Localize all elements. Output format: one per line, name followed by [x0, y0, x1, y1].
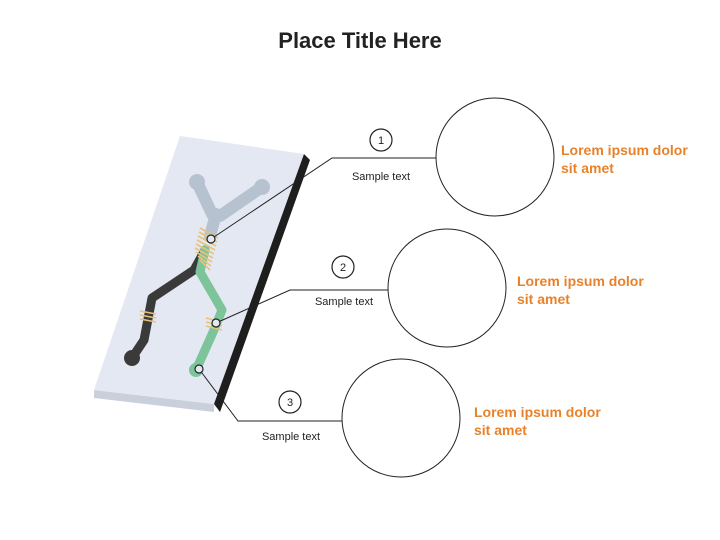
sample-text-1: Sample text [352, 171, 410, 183]
callout-text-2: Lorem ipsum dolor sit amet [517, 273, 644, 307]
placeholder-circle-1 [435, 97, 555, 217]
anchor-dot-3 [194, 364, 204, 374]
inlet-port-left [189, 174, 205, 190]
sample-text-2: Sample text [315, 296, 373, 308]
anchor-dot-1 [206, 234, 216, 244]
anchor-points [194, 234, 221, 374]
step-badges: 1 2 3 [278, 128, 393, 414]
outlet-port-dark [124, 350, 140, 366]
leader-lines [198, 157, 436, 422]
image-placeholders [341, 97, 555, 478]
channel-inlet-right [214, 181, 268, 222]
electrode-array-dark [139, 310, 157, 323]
callout-text-1: Lorem ipsum dolor sit amet [561, 142, 688, 176]
number-badge-2 [331, 255, 355, 279]
step-number-3: 3 [287, 397, 293, 409]
sample-text-3: Sample text [262, 431, 320, 443]
channel-inlet-stem [204, 208, 222, 242]
step-number-1: 1 [378, 135, 384, 147]
callout-text-3: Lorem ipsum dolor sit amet [474, 404, 601, 438]
step-number-2: 2 [340, 262, 346, 274]
inlet-port-right [254, 179, 270, 195]
number-badge-3 [278, 390, 302, 414]
placeholder-circle-3 [341, 358, 461, 478]
leader-line-1 [210, 157, 436, 240]
leader-line-3 [198, 368, 342, 422]
leader-line-2 [215, 289, 388, 324]
channel-green [191, 245, 227, 375]
chip-bottom-edge [94, 390, 214, 412]
chip-side-edge [214, 154, 310, 412]
placeholder-circle-2 [387, 228, 507, 348]
number-badge-1 [369, 128, 393, 152]
page-title: Place Title Here [278, 28, 442, 53]
anchor-dot-2 [211, 318, 221, 328]
